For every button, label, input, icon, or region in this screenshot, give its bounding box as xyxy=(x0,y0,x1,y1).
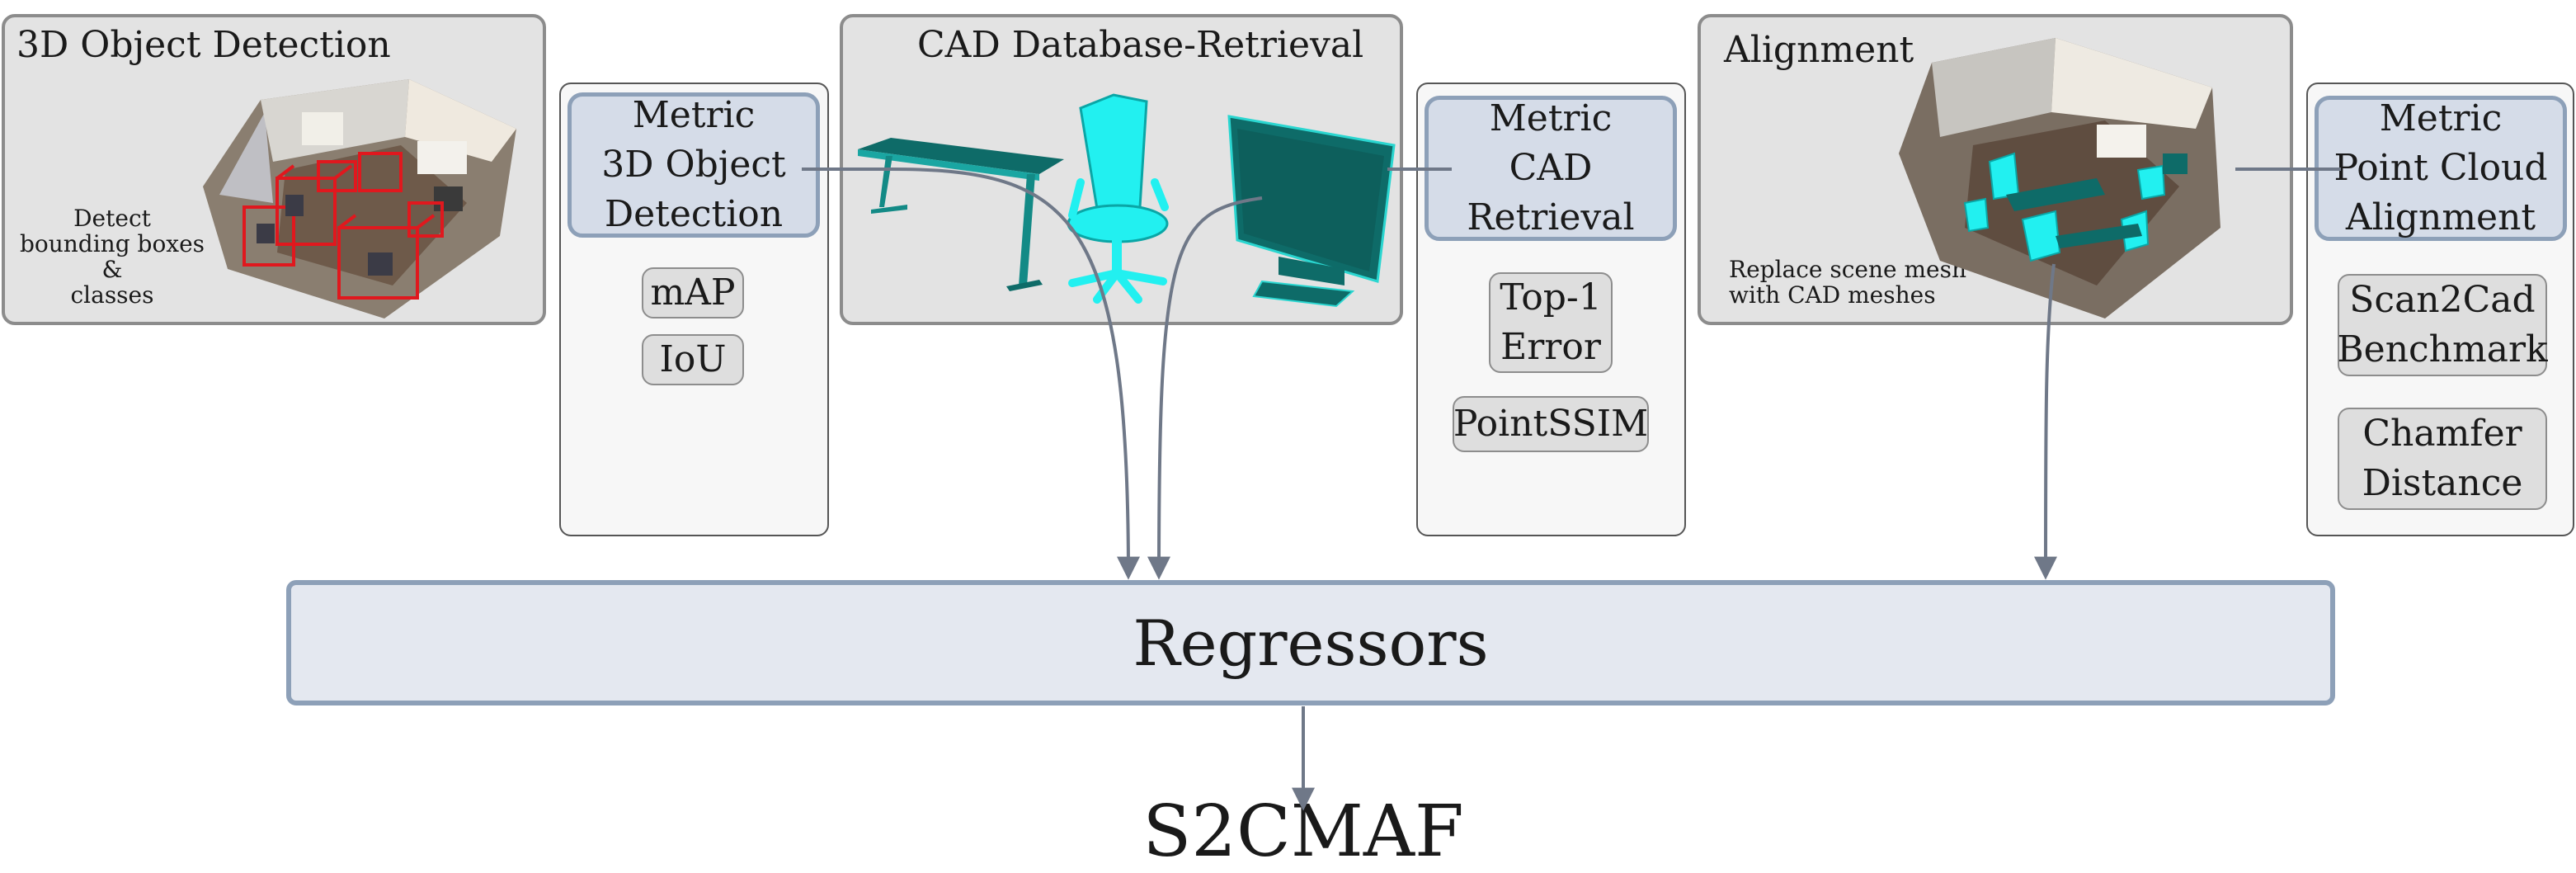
metric-top1-error-pill: Top-1 Error xyxy=(1489,272,1613,373)
metric-retrieval-heading: Metric CAD Retrieval xyxy=(1425,96,1677,241)
alignment-to-regressors-arrow xyxy=(2034,263,2058,580)
alignment-stage: Alignment Replace scene mesh with CAD me… xyxy=(1698,14,2293,325)
metric-scan2cad-pill: Scan2Cad Benchmark xyxy=(2337,274,2548,376)
detection-caption: Detect bounding boxes & classes xyxy=(19,205,205,309)
metric-detection-panel: Metric 3D Object Detection mAP IoU xyxy=(559,83,829,536)
regressors-box: Regressors xyxy=(286,580,2335,705)
detection-to-regressors-arrow xyxy=(890,168,1140,580)
alignment-scene-image xyxy=(1899,38,2220,319)
alignment-title: Alignment xyxy=(1724,29,1914,71)
metric-alignment-heading: Metric Point Cloud Alignment xyxy=(2315,96,2567,241)
metric-alignment-panel: Metric Point Cloud Alignment Scan2Cad Be… xyxy=(2306,83,2574,536)
retrieval-to-regressors-arrow xyxy=(1147,196,1263,580)
metric-iou-pill: IoU xyxy=(642,334,744,385)
cad-models-image xyxy=(858,93,1396,308)
cad-monitor xyxy=(1227,115,1396,308)
detection-stage: 3D Object Detection Detect bounding boxe… xyxy=(2,14,546,325)
alignment-caption: Replace scene mesh with CAD meshes xyxy=(1729,256,1967,309)
retrieval-title: CAD Database-Retrieval xyxy=(917,24,1364,66)
metric-map-pill: mAP xyxy=(642,267,744,319)
detection-scene-image xyxy=(203,79,516,319)
metric-detection-heading: Metric 3D Object Detection xyxy=(567,92,820,238)
metric-pointssim-pill: PointSSIM xyxy=(1453,396,1649,452)
metric-chamfer-pill: Chamfer Distance xyxy=(2338,408,2547,510)
cad-chair xyxy=(1067,93,1169,304)
metric-retrieval-panel: Metric CAD Retrieval Top-1 Error PointSS… xyxy=(1416,83,1686,536)
detection-title: 3D Object Detection xyxy=(16,24,391,66)
